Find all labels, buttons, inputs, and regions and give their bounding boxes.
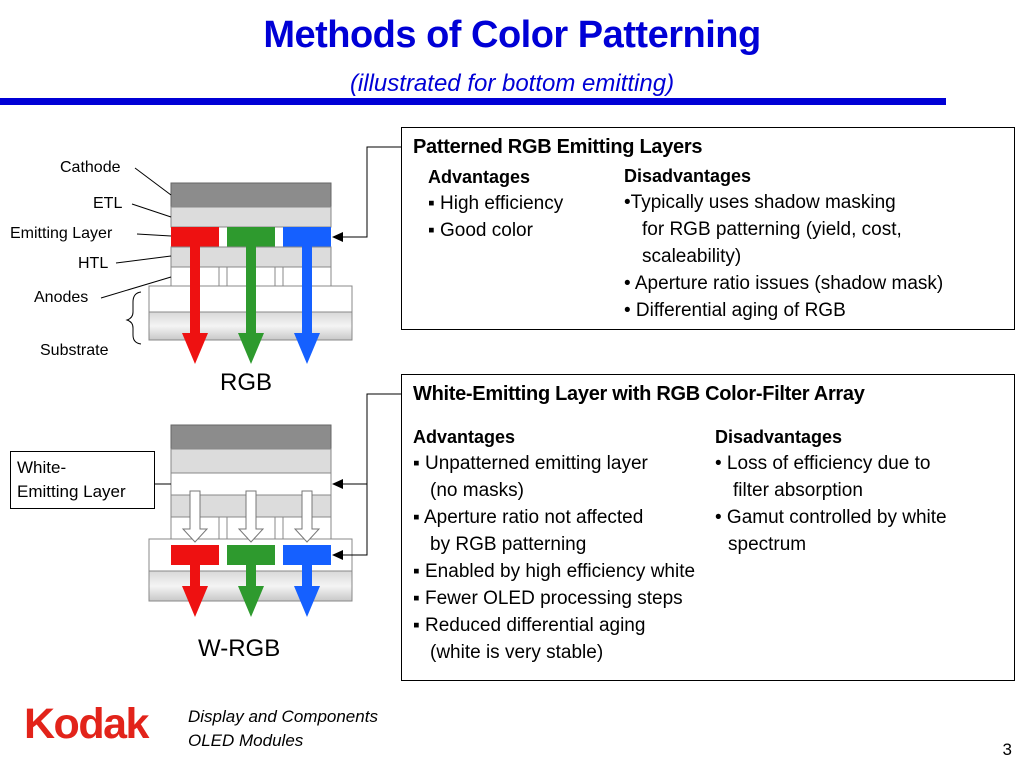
white-emitting-layer-callout: White- Emitting Layer <box>10 451 155 509</box>
substrate-label: Substrate <box>40 342 109 359</box>
substrate-brace <box>125 291 142 345</box>
anodes-label: Anodes <box>34 289 89 306</box>
emitting-layer-label: Emitting Layer <box>10 225 113 242</box>
green-emission-arrow <box>238 237 264 364</box>
box2-disadvantage: spectrum <box>728 534 807 555</box>
wrgb-caption: W-RGB <box>198 635 281 662</box>
rgb-caption: RGB <box>220 369 273 396</box>
filter-blue <box>283 545 331 565</box>
box2-advantage: ▪ Fewer OLED processing steps <box>413 588 683 609</box>
etl-layer-2 <box>170 448 332 474</box>
box1-advantages-heading: Advantages <box>428 167 531 187</box>
cathode-label: Cathode <box>60 159 121 176</box>
slide-subtitle: (illustrated for bottom emitting) <box>349 70 675 97</box>
white-rgb-filter-box: White-Emitting Layer with RGB Color-Filt… <box>401 374 1015 681</box>
box1-disadvantage: for RGB patterning (yield, cost, <box>642 219 902 240</box>
white-arrow-2 <box>237 490 265 543</box>
white-emitting-label-line1: White- <box>17 458 67 477</box>
emitting-layer-leader <box>136 233 172 237</box>
box1-title: Patterned RGB Emitting Layers <box>413 136 703 158</box>
box2-disadvantage: filter absorption <box>733 480 863 501</box>
cathode-layer-2 <box>170 424 332 450</box>
box1-advantage: ▪ Good color <box>428 220 533 241</box>
box2-advantage: by RGB patterning <box>430 534 587 555</box>
box2-disadvantage: • Gamut controlled by white <box>715 507 947 528</box>
box2-advantage: ▪ Aperture ratio not affected <box>413 507 644 528</box>
box1-connector <box>335 146 401 238</box>
box1-disadvantage: •Typically uses shadow masking <box>624 192 896 213</box>
title-underline <box>0 98 946 105</box>
box2-connector-arrowhead <box>332 550 343 560</box>
box2-connector <box>335 393 401 556</box>
box2-advantage: ▪ Enabled by high efficiency white <box>413 561 696 582</box>
blue-emission-arrow <box>294 237 320 364</box>
box2-advantages-heading: Advantages <box>413 427 516 447</box>
box2-disadvantage: • Loss of efficiency due to <box>715 453 931 474</box>
box2-advantage: ▪ Reduced differential aging <box>413 615 646 636</box>
etl-leader <box>131 203 172 218</box>
htl-label: HTL <box>78 255 109 272</box>
red-emission-arrow <box>182 237 208 364</box>
cathode-layer <box>170 182 332 208</box>
box2-disadvantages-heading: Disadvantages <box>715 427 843 447</box>
box2-advantage: (no masks) <box>430 480 524 501</box>
box1-disadvantage: • Aperture ratio issues (shadow mask) <box>624 273 944 294</box>
box1-advantage: ▪ High efficiency <box>428 193 564 214</box>
box1-disadvantage: • Differential aging of RGB <box>624 300 846 321</box>
green-filtered-arrow <box>238 556 264 617</box>
white-arrow-1 <box>181 490 209 543</box>
red-filtered-arrow <box>182 556 208 617</box>
box1-disadvantages-heading: Disadvantages <box>624 166 752 186</box>
box2-etl-arrowhead <box>332 479 343 489</box>
box2-advantage: (white is very stable) <box>430 642 604 663</box>
box1-connector-arrowhead <box>332 232 343 242</box>
filter-red <box>171 545 219 565</box>
patterned-rgb-box: Patterned RGB Emitting Layers Advantages… <box>401 127 1015 330</box>
blue-filtered-arrow <box>294 556 320 617</box>
etl-layer <box>170 206 332 228</box>
page-number: 3 <box>1002 740 1012 759</box>
etl-label: ETL <box>93 195 123 212</box>
white-arrow-3 <box>293 490 321 543</box>
footer-line2: OLED Modules <box>188 731 304 750</box>
box1-disadvantage: scaleability) <box>642 246 742 267</box>
footer-line1: Display and Components <box>188 707 378 726</box>
white-emitting-label-line2: Emitting Layer <box>17 482 126 501</box>
cathode-leader <box>134 167 172 196</box>
box2-title: White-Emitting Layer with RGB Color-Filt… <box>413 383 865 405</box>
slide-title: Methods of Color Patterning <box>263 14 761 56</box>
kodak-logo: Kodak <box>24 700 149 748</box>
filter-green <box>227 545 275 565</box>
anodes-leader <box>100 276 172 299</box>
box2-advantage: ▪ Unpatterned emitting layer <box>413 453 648 474</box>
htl-leader <box>115 255 172 264</box>
